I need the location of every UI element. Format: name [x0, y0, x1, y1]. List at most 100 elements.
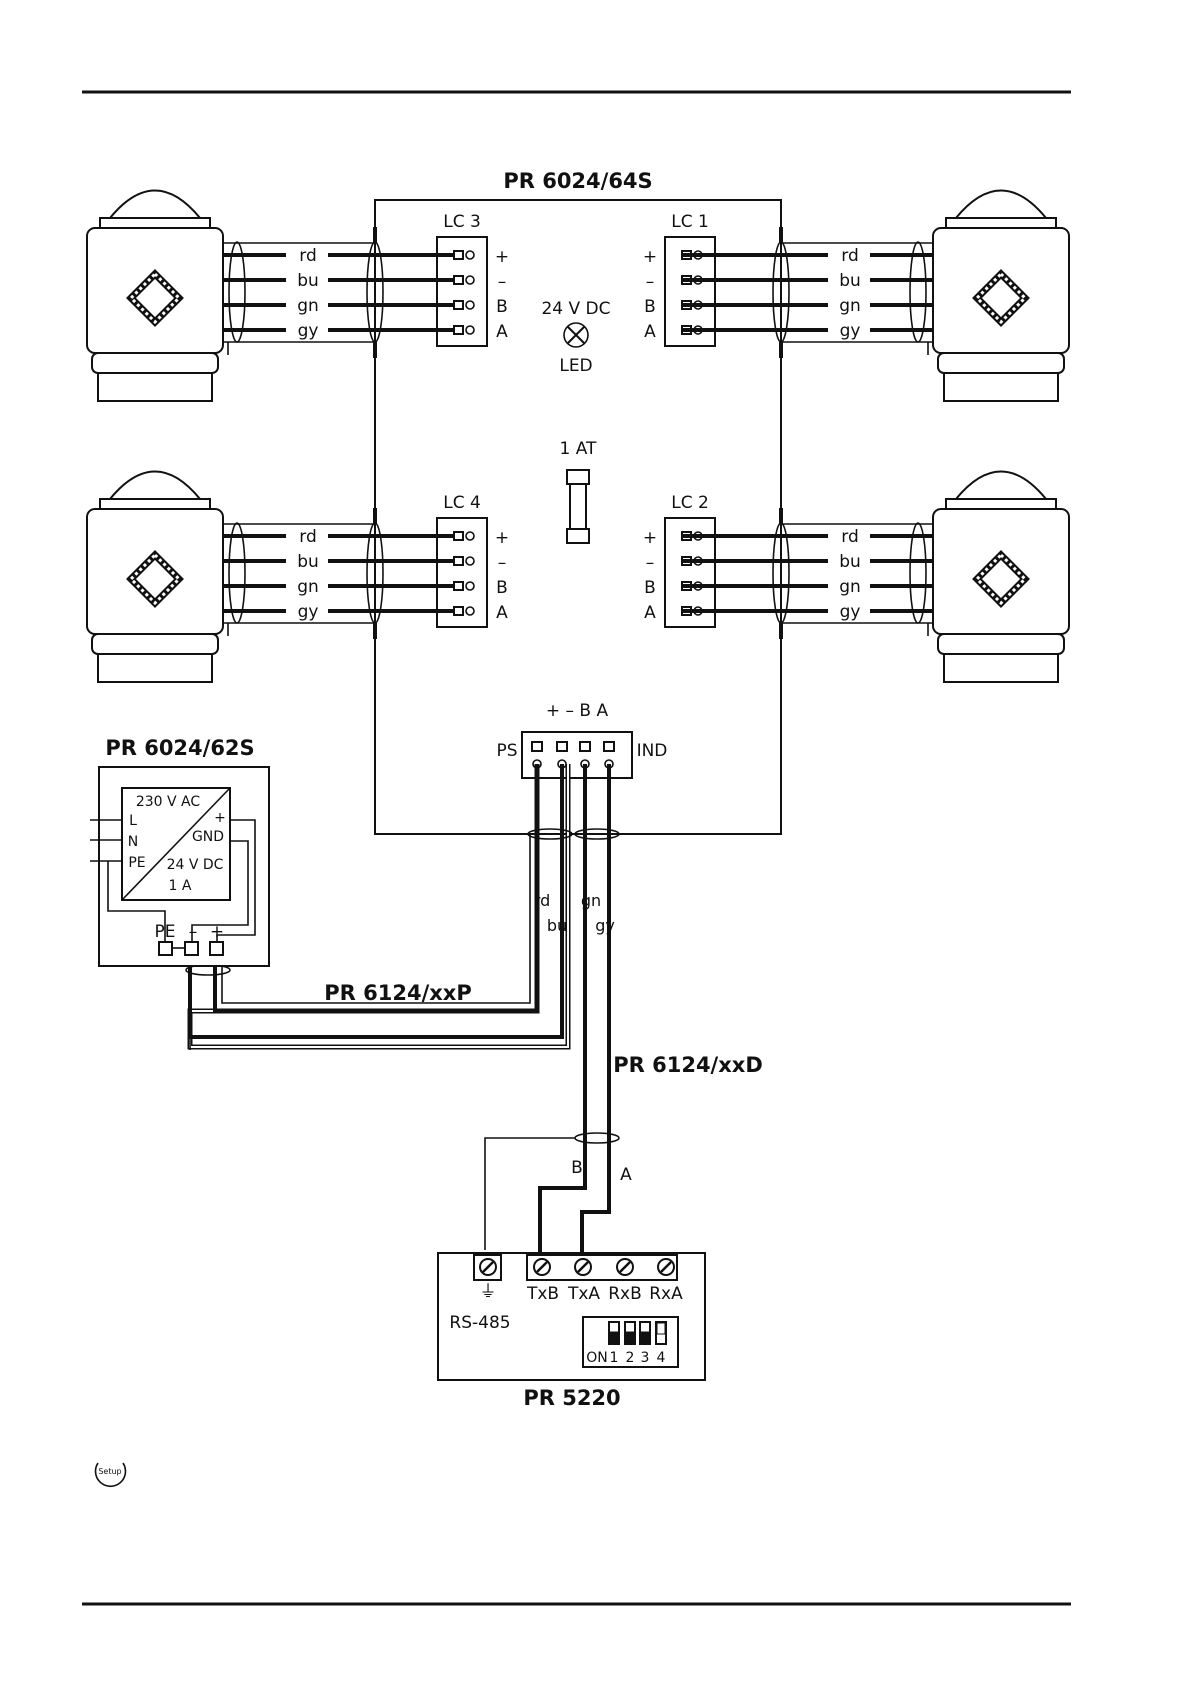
wire-label-bu: bu	[839, 271, 861, 291]
power-supply-title: PR 6024/62S	[105, 736, 254, 760]
bus-pin	[557, 742, 567, 751]
load-cell	[933, 191, 1069, 402]
rs485-label: RS-485	[449, 1313, 510, 1333]
dip-number-label: 1	[610, 1350, 619, 1366]
bus-pin	[580, 742, 590, 751]
pin-label-lc2: A	[644, 603, 656, 623]
power-cable-title: PR 6124/xxP	[324, 981, 471, 1005]
wire-label-rd: rd	[841, 527, 858, 547]
connector-label-lc2: LC 2	[671, 493, 709, 513]
cable-label-rd: rd	[534, 891, 550, 910]
screw-terminal[interactable]	[575, 1259, 591, 1275]
ps-pe-label: PE	[128, 855, 145, 871]
pin-label-lc1: A	[644, 322, 656, 342]
setup-icon: Setup	[96, 1463, 126, 1486]
interface-title: PR 5220	[523, 1386, 620, 1410]
ps-output-current: 1 A	[169, 878, 192, 894]
wire-label-gy: gy	[840, 602, 861, 622]
dip-switch-4[interactable]: 4	[656, 1322, 666, 1366]
ps-label: PS	[496, 741, 517, 761]
led-label: LED	[559, 356, 592, 376]
wire-label-a: A	[620, 1165, 632, 1185]
dip-switch-3[interactable]: 3	[640, 1322, 650, 1366]
txa-label: TxA	[567, 1284, 600, 1304]
pin-label-lc4: A	[496, 603, 508, 623]
screw-terminal[interactable]	[534, 1259, 550, 1275]
wire-label-gy: gy	[298, 321, 319, 341]
connector-label-lc1: LC 1	[671, 212, 709, 232]
setup-icon-text: Setup	[98, 1467, 121, 1476]
wire-label-gy: gy	[298, 602, 319, 622]
wire-label-gn: gn	[839, 577, 861, 597]
fuse-label: 1 AT	[560, 439, 598, 459]
screw-terminal[interactable]	[658, 1259, 674, 1275]
ps-plus-label: +	[214, 810, 226, 826]
junction-box-title: PR 6024/64S	[503, 169, 652, 193]
bus-pin	[604, 742, 614, 751]
cable-label-bu: bu	[547, 916, 567, 935]
wire-label-bu: bu	[297, 552, 319, 572]
bus-pins-label: + – B A	[546, 701, 609, 721]
wire-label-b: B	[571, 1158, 583, 1178]
wire-label-rd: rd	[841, 246, 858, 266]
screw-terminal[interactable]	[480, 1259, 496, 1275]
wire-label-rd: rd	[299, 246, 316, 266]
ps-term-pe-label: PE	[155, 922, 176, 942]
ps-gnd-label: GND	[192, 829, 224, 845]
cable-label-gy: gy	[595, 916, 615, 935]
txb-label: TxB	[526, 1284, 559, 1304]
pin-label-lc3: +	[495, 247, 509, 267]
pin-label-lc4: B	[496, 578, 508, 598]
wire-label-gn: gn	[839, 296, 861, 316]
dip-switch-2[interactable]: 2	[625, 1322, 635, 1366]
wire-label-rd: rd	[299, 527, 316, 547]
rxb-label: RxB	[608, 1284, 642, 1304]
pin-label-lc3: A	[496, 322, 508, 342]
pin-label-lc3: –	[498, 272, 507, 292]
ps-term-plus-label: +	[210, 922, 224, 942]
pin-label-lc1: +	[643, 247, 657, 267]
fuse-icon	[567, 470, 589, 543]
screw-terminal[interactable]	[617, 1259, 633, 1275]
connector-label-lc3: LC 3	[443, 212, 481, 232]
junction-box: PR 6024/64S 24 V DC LED 1 AT + – B A PS …	[375, 169, 781, 834]
pin-label-lc2: +	[643, 528, 657, 548]
pin-label-lc2: B	[644, 578, 656, 598]
pin-label-lc1: B	[644, 297, 656, 317]
dip-number-label: 3	[641, 1350, 650, 1366]
pin-label-lc2: –	[646, 553, 655, 573]
data-cable-title: PR 6124/xxD	[613, 1053, 763, 1077]
dip-number-label: 2	[626, 1350, 635, 1366]
wire-label-gn: gn	[297, 296, 319, 316]
ps-n-label: N	[128, 834, 138, 850]
rxa-label: RxA	[649, 1284, 683, 1304]
pin-label-lc4: –	[498, 553, 507, 573]
connector-label-lc4: LC 4	[443, 493, 481, 513]
wire-label-bu: bu	[297, 271, 319, 291]
ps-output-voltage: 24 V DC	[167, 857, 224, 873]
pin-label-lc1: –	[646, 272, 655, 292]
power-supply: PR 6024/62S 230 V AC L N PE + GND 24 V D…	[90, 736, 269, 966]
dip-number-label: 4	[657, 1350, 666, 1366]
cable-label-gn: gn	[581, 891, 601, 910]
wire-label-gn: gn	[297, 577, 319, 597]
supply-voltage-label: 24 V DC	[541, 299, 610, 319]
wire-label-bu: bu	[839, 552, 861, 572]
bus-cables: rd bu gn gy PR 6124/xxP PR 6124/xxD B A	[186, 764, 763, 1262]
dip-switch-1[interactable]: 1	[609, 1322, 619, 1366]
wire-label-gy: gy	[840, 321, 861, 341]
pin-label-lc3: B	[496, 297, 508, 317]
pin-label-lc4: +	[495, 528, 509, 548]
load-cell	[87, 472, 223, 683]
ps-input-label: 230 V AC	[136, 794, 201, 810]
load-cell	[933, 472, 1069, 683]
load-cell	[87, 191, 223, 402]
ps-term-minus-label: –	[189, 922, 198, 942]
bus-pin	[532, 742, 542, 751]
ps-l-label: L	[129, 813, 137, 829]
ind-label: IND	[637, 741, 668, 761]
dip-on-label: ON	[586, 1350, 608, 1366]
